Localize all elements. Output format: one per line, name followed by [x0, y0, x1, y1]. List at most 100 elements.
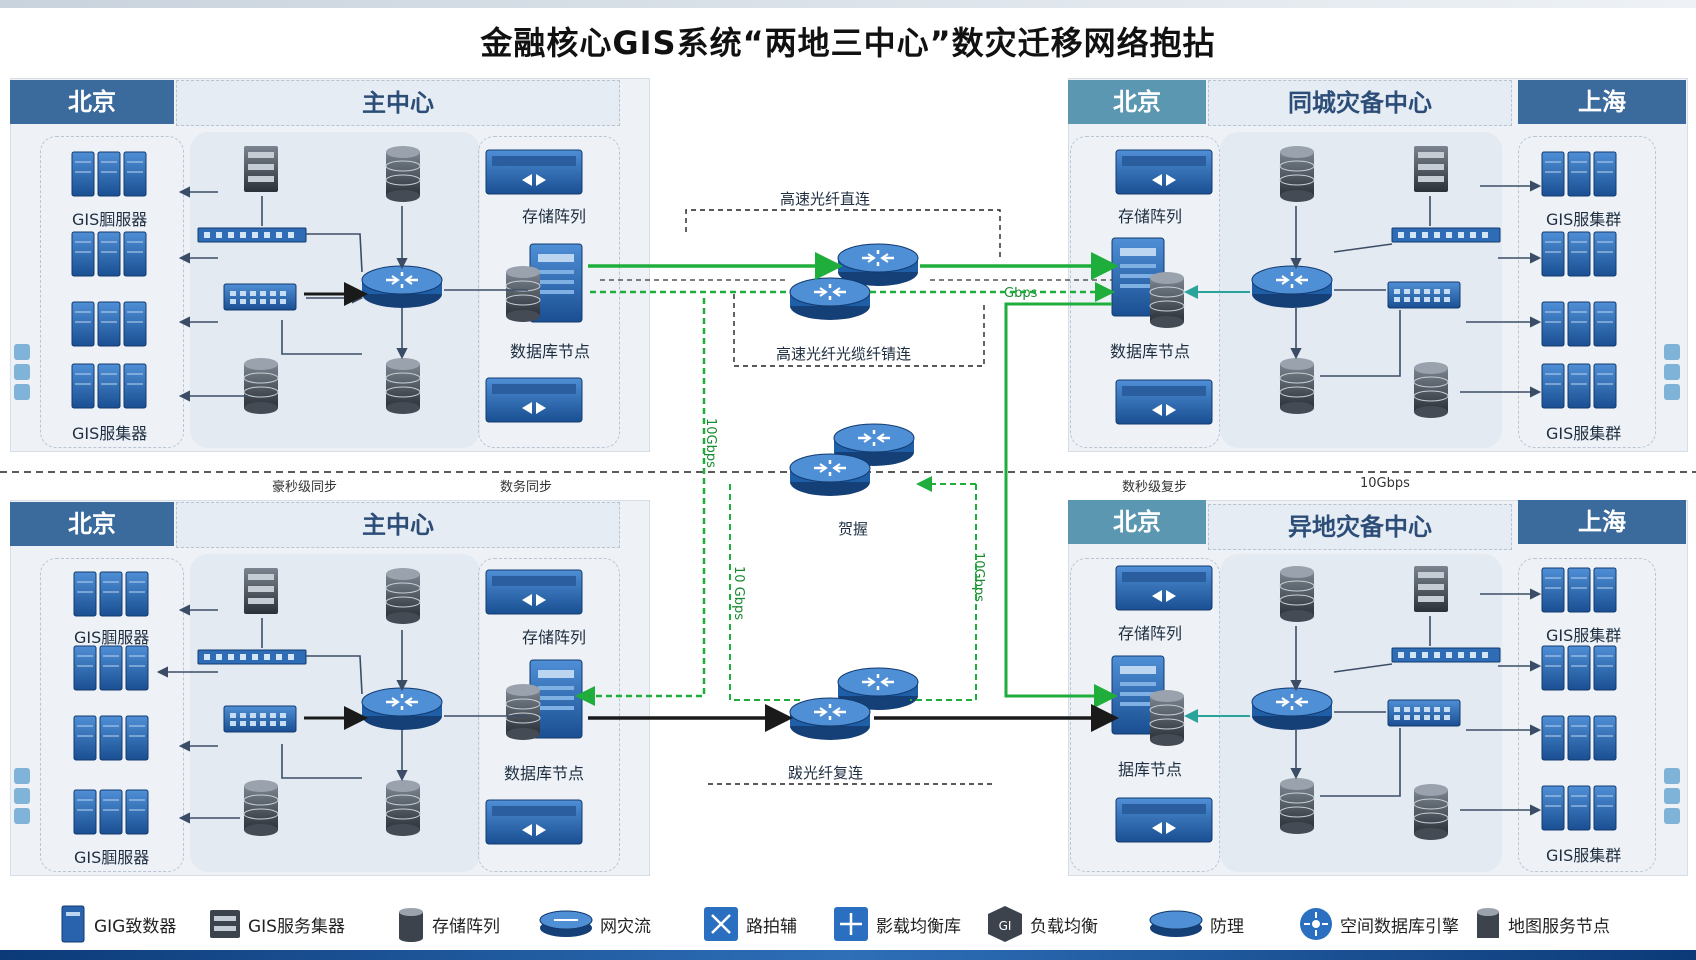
router-icon: [539, 910, 593, 937]
storage-array-bottom-right-2: [1115, 797, 1213, 843]
link-label-top: 高速光纤直连: [780, 190, 871, 208]
storage-array-top-left-1: [485, 149, 583, 195]
storage-group-top-left: [478, 136, 620, 448]
legend-item-map-node: 地图服务节点: [1474, 906, 1610, 942]
legend-item-firewall: 防理: [1148, 906, 1244, 942]
rack-server-top-left: [244, 146, 278, 192]
divider-label-left-1: 豪秒级同步: [272, 480, 338, 495]
db-bottom-right-3: [1413, 783, 1449, 841]
center-router-middle-b: [788, 452, 872, 498]
router-label-top: 高速光纤光缆纤锖连: [776, 345, 912, 363]
panel-bottom-left-title: 主中心: [176, 502, 620, 548]
top-accent-bar: [0, 0, 1696, 8]
legend-item-rack: GIS服务集器: [208, 906, 345, 942]
divider-label-left-2: 数务同步: [500, 480, 553, 495]
patch-panel-top-left: [197, 227, 307, 243]
panel-bottom-right-city2: 上海: [1518, 500, 1686, 544]
router-label-middle: 贺握: [838, 520, 869, 538]
patch-panel-bottom-right: [1391, 647, 1501, 663]
db-label-top-left: 数据库节点: [510, 342, 591, 361]
db-node-disk-bottom-right: [1149, 689, 1185, 747]
core-router-bottom-right: [1250, 686, 1334, 732]
panel-bottom-left-city: 北京: [10, 502, 174, 546]
switch-icon: [704, 907, 738, 941]
legend-item-spatial-engine: 空间数据库引擎: [1298, 906, 1459, 942]
rack-server-bottom-right: [1414, 566, 1448, 612]
legend-label-8: 空间数据库引擎: [1340, 916, 1459, 937]
legend-item-router: 网灾流: [538, 906, 651, 942]
legend-label-1: GIS服务集器: [248, 916, 345, 937]
legend-label-6: 负载均衡: [1030, 916, 1098, 937]
db-bottom-left-2: [243, 779, 279, 837]
rack-server-top-right: [1414, 146, 1448, 192]
legend-item-storage: 存储阵列: [396, 906, 500, 942]
panel-top-right-title: 同城灾备中心: [1208, 80, 1512, 126]
server-label-top-left-2: GIS服集器: [72, 424, 148, 443]
legend-label-3: 网灾流: [600, 916, 651, 937]
side-icons-top-left: [14, 340, 32, 404]
storage-group-bottom-left: [478, 558, 620, 872]
center-router-top-b: [788, 276, 872, 322]
storage-array-top-right-1: [1115, 149, 1213, 195]
switch-top-right: [1387, 281, 1461, 309]
storage-label-top-left: 存储阵列: [522, 207, 587, 226]
svg-text:GI: GI: [999, 919, 1012, 933]
divider-label-right-2: 10Gbps: [1360, 476, 1410, 491]
balancer-icon: [834, 907, 868, 941]
legend-label-5: 影载均衡库: [876, 916, 961, 937]
side-icons-top-right: [1664, 340, 1682, 404]
db-bottom-left-1: [385, 567, 421, 625]
server-label-top-left-1: GIS腘服器: [72, 210, 148, 229]
gis-server-cluster-top-right: [1541, 151, 1617, 409]
storage-array-bottom-right-1: [1115, 565, 1213, 611]
link-green-right-vertical: [1004, 302, 1118, 708]
firewall-icon: [1149, 910, 1203, 937]
legend-item-gis-box: GI 负载均衡: [986, 906, 1098, 942]
db-top-left-1: [385, 145, 421, 203]
panel-top-right-city2: 上海: [1518, 80, 1686, 124]
gis-server-cluster-top-left: [71, 151, 147, 409]
database-icon: [399, 908, 423, 942]
core-router-top-left: [360, 264, 444, 310]
gis-server-cluster-bottom-left: [73, 571, 149, 835]
server-label-bottom-left-2: GIS腘服器: [74, 848, 150, 867]
db-node-disk-top-right: [1149, 271, 1185, 329]
speed-label-top-right: Gbps: [1004, 286, 1038, 301]
db-node-disk-top-left: [505, 265, 541, 323]
storage-label-bottom-right: 存储阵列: [1118, 624, 1183, 643]
legend-label-0: GIG致数器: [94, 916, 177, 937]
server-group-top-right: [1518, 136, 1656, 448]
storage-array-bottom-left-1: [485, 569, 583, 615]
db-label-bottom-left: 数据库节点: [504, 764, 585, 783]
gis-server-cluster-bottom-right: [1541, 567, 1617, 831]
router-label-bottom: 跋光纤复连: [788, 764, 864, 782]
gis-box-icon: GI: [988, 906, 1022, 942]
spatial-engine-icon: [1300, 908, 1332, 940]
db-top-left-3: [385, 357, 421, 415]
rack-server-bottom-left: [244, 568, 278, 614]
server-label-bottom-right-1: GIS服集群: [1546, 626, 1622, 645]
legend-label-2: 存储阵列: [432, 916, 500, 937]
switch-bottom-right: [1387, 699, 1461, 727]
legend: GIG致数器 GIS服务集器 存储阵列 网灾流 路拍辅 影载均衡库 GI 负载均…: [0, 896, 1696, 948]
switch-bottom-left: [223, 705, 297, 733]
db-node-disk-bottom-left: [505, 683, 541, 741]
core-router-top-right: [1250, 264, 1334, 310]
side-icons-bottom-right: [1664, 764, 1682, 828]
divider-label-right-1: 数秒级复步: [1122, 480, 1188, 495]
bottom-accent-bar: [0, 950, 1696, 960]
patch-panel-top-right: [1391, 227, 1501, 243]
server-label-bottom-right-2: GIS服集群: [1546, 846, 1622, 865]
storage-label-bottom-left: 存储阵列: [522, 628, 587, 647]
link-green-left-vertical: [575, 298, 706, 706]
legend-item-server: GIG致数器: [58, 905, 177, 943]
core-router-bottom-left: [360, 686, 444, 732]
legend-item-balancer: 影载均衡库: [832, 906, 961, 942]
panel-top-left-city: 北京: [10, 80, 174, 124]
server-group-bottom-left: [40, 558, 184, 872]
storage-array-bottom-left-2: [485, 799, 583, 845]
db-top-right-2: [1279, 357, 1315, 415]
switch-top-left: [223, 283, 297, 311]
server-tower-icon: [61, 905, 85, 943]
